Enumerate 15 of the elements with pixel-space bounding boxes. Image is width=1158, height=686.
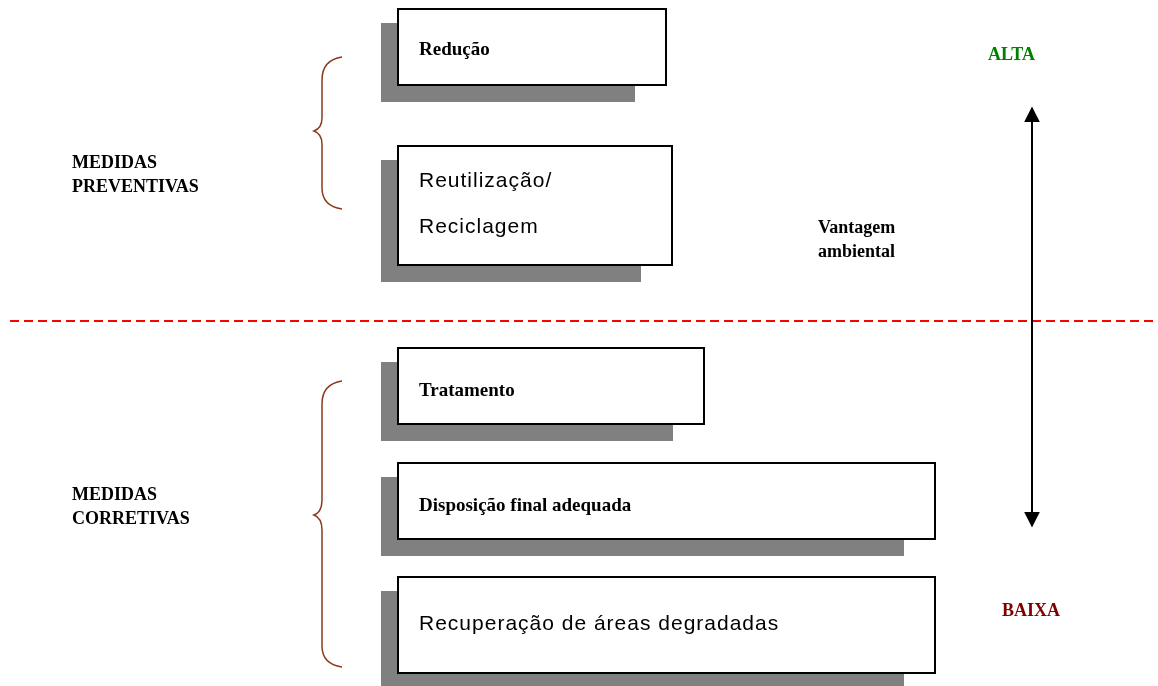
process-box — [397, 576, 936, 674]
process-box — [397, 145, 673, 266]
group-label: MEDIDAS PREVENTIVAS — [72, 151, 200, 198]
process-box — [397, 347, 705, 425]
box-label: Redução — [419, 38, 490, 60]
box-label: Tratamento — [419, 379, 515, 401]
box-label: Disposição final adequada — [419, 494, 632, 516]
group-label: MEDIDAS CORRETIVAS — [72, 483, 191, 530]
scale-label: ALTA — [988, 43, 1037, 66]
process-box — [397, 8, 667, 86]
box-label: Recuperação de áreas degradadas — [419, 610, 780, 636]
axis-label: Vantagem ambiental — [818, 216, 897, 263]
scale-label: BAIXA — [1002, 599, 1061, 622]
box-label: Reutilização/ Reciclagem — [419, 167, 554, 239]
process-box — [397, 462, 936, 540]
